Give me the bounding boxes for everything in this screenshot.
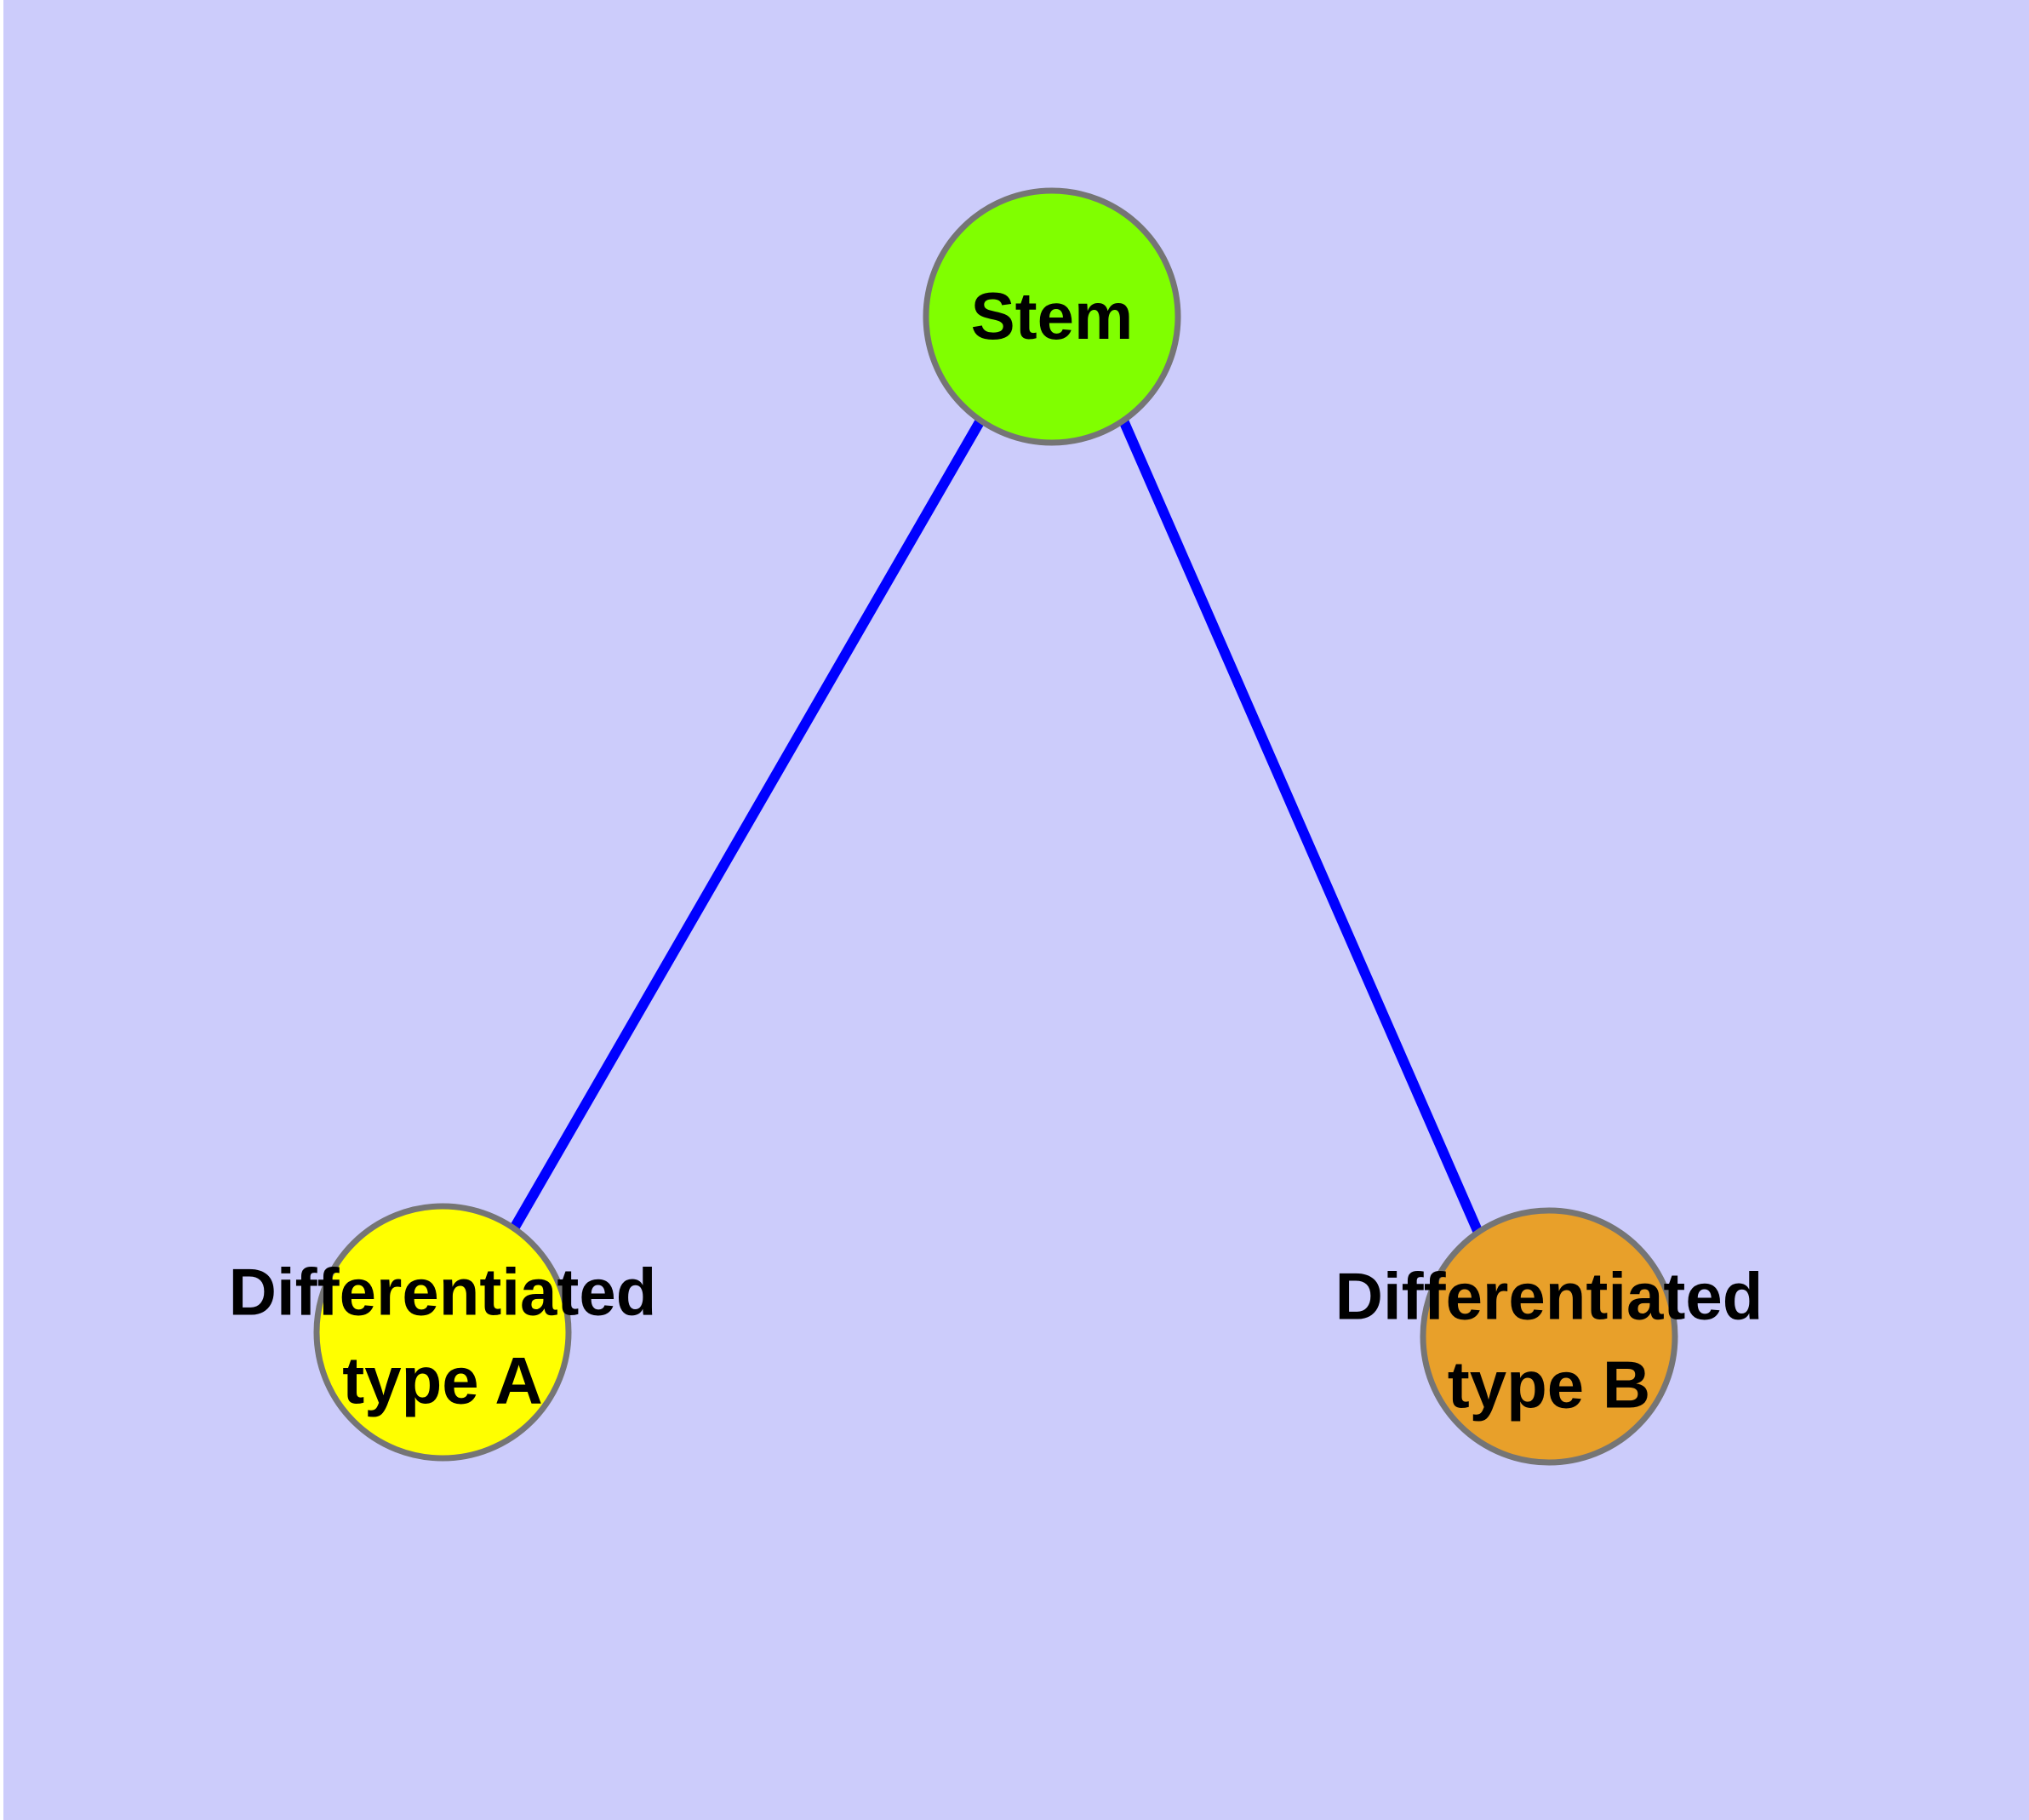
edge-layer — [509, 417, 1483, 1235]
node-circle-differentiated-type-a[interactable] — [313, 1203, 572, 1462]
node-layer — [313, 187, 1678, 1466]
edge-stem-to-differentiated-type-b — [1118, 418, 1483, 1235]
node-circle-differentiated-type-b[interactable] — [1420, 1207, 1678, 1466]
node-circle-stem[interactable] — [923, 187, 1181, 446]
edge-stem-to-differentiated-type-a — [509, 417, 986, 1232]
